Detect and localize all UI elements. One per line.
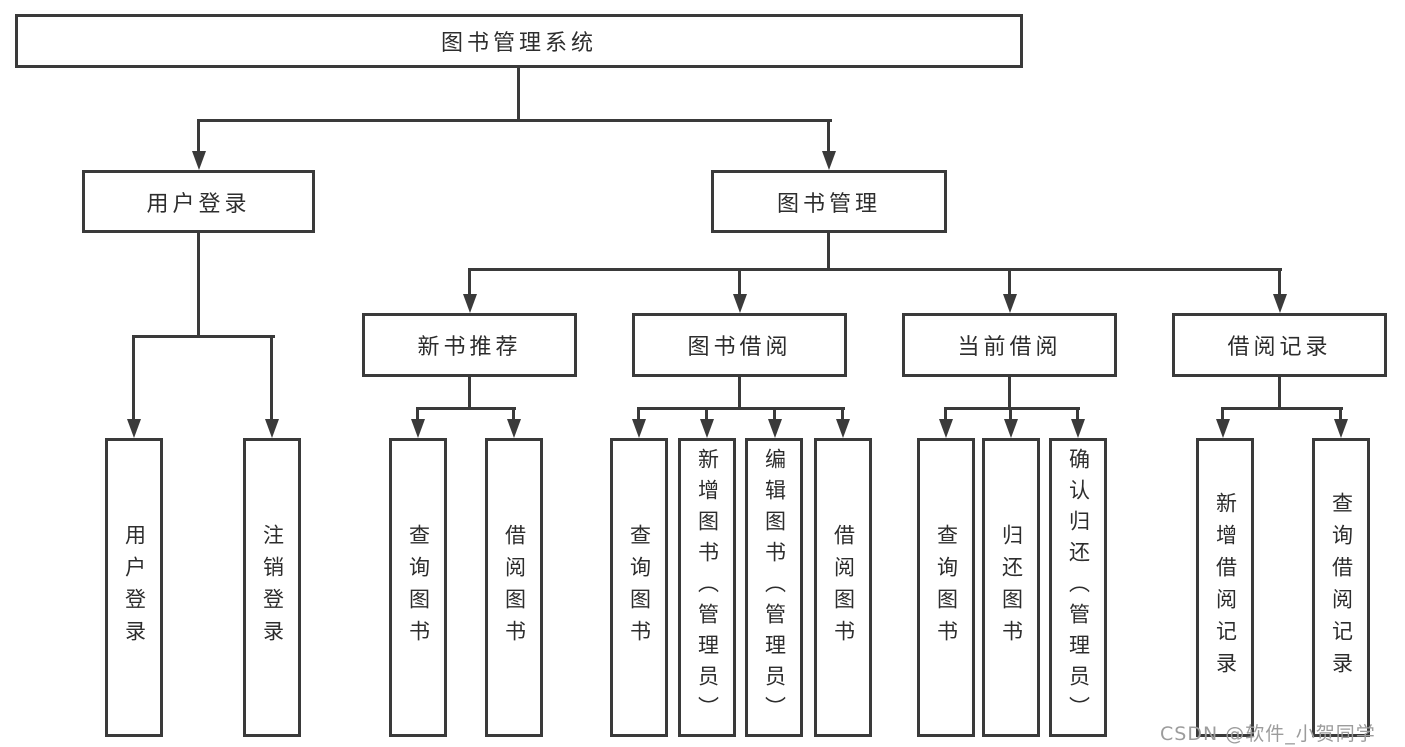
- arrowhead-down-icon: [127, 419, 141, 438]
- node-leaf-query-books-3-label: 查询图书: [934, 523, 959, 652]
- node-book-management-label: 图书管理: [776, 191, 881, 217]
- arrowhead-down-icon: [265, 419, 279, 438]
- connector-line: [637, 407, 845, 410]
- node-borrow-records: 借阅记录: [1172, 313, 1387, 377]
- connector-line: [517, 68, 520, 122]
- node-leaf-query-borrow-record: 查询借阅记录: [1312, 438, 1370, 737]
- node-borrow-records-label: 借阅记录: [1227, 335, 1332, 360]
- arrowhead-down-icon: [411, 419, 425, 438]
- connector-line: [512, 407, 515, 424]
- node-leaf-query-books-1: 查询图书: [389, 438, 447, 737]
- arrowhead-down-icon: [1071, 419, 1085, 438]
- connector-line: [1221, 407, 1343, 410]
- node-leaf-logout-label: 注销登录: [260, 523, 285, 652]
- node-user-login: 用户登录: [82, 170, 315, 233]
- connector-line: [468, 268, 471, 297]
- node-leaf-return-books-label: 归还图书: [999, 523, 1024, 652]
- node-leaf-add-borrow-record-label: 新增借阅记录: [1213, 491, 1238, 684]
- node-leaf-query-books-2-label: 查询图书: [627, 523, 652, 652]
- node-current-borrow-label: 当前借阅: [957, 335, 1062, 360]
- node-leaf-logout: 注销登录: [243, 438, 301, 737]
- node-leaf-query-books-3: 查询图书: [917, 438, 975, 737]
- watermark: CSDN @软件_小贺同学: [1160, 723, 1376, 745]
- node-book-borrow: 图书借阅: [632, 313, 847, 377]
- connector-line: [1008, 377, 1011, 410]
- node-leaf-borrow-books-2: 借阅图书: [814, 438, 872, 737]
- node-leaf-borrow-books-1-label: 借阅图书: [502, 523, 527, 652]
- node-leaf-query-borrow-record-label: 查询借阅记录: [1329, 491, 1354, 684]
- node-leaf-add-books-admin: 新增图书（管理员）: [678, 438, 736, 737]
- node-user-login-label: 用户登录: [146, 191, 251, 217]
- arrowhead-down-icon: [733, 294, 747, 313]
- arrowhead-down-icon: [1216, 419, 1230, 438]
- arrowhead-down-icon: [822, 151, 836, 170]
- arrowhead-down-icon: [632, 419, 646, 438]
- node-leaf-add-books-admin-label: 新增图书（管理员）: [695, 448, 720, 727]
- connector-line: [738, 268, 741, 297]
- connector-line: [827, 233, 830, 271]
- arrowhead-down-icon: [939, 419, 953, 438]
- node-new-book-recommend: 新书推荐: [362, 313, 577, 377]
- connector-line: [1278, 268, 1281, 297]
- connector-line: [773, 407, 776, 424]
- node-book-borrow-label: 图书借阅: [687, 335, 792, 360]
- arrowhead-down-icon: [192, 151, 206, 170]
- arrowhead-down-icon: [836, 419, 850, 438]
- node-book-management: 图书管理: [711, 170, 947, 233]
- node-leaf-borrow-books-1: 借阅图书: [485, 438, 543, 737]
- node-leaf-confirm-return-admin: 确认归还（管理员）: [1049, 438, 1107, 737]
- connector-line: [197, 119, 200, 155]
- arrowhead-down-icon: [1334, 419, 1348, 438]
- arrowhead-down-icon: [700, 419, 714, 438]
- node-leaf-return-books: 归还图书: [982, 438, 1040, 737]
- connector-line: [1008, 268, 1011, 297]
- connector-line: [1339, 407, 1342, 424]
- arrowhead-down-icon: [1004, 419, 1018, 438]
- connector-line: [841, 407, 844, 424]
- arrowhead-down-icon: [1273, 294, 1287, 313]
- arrowhead-down-icon: [507, 419, 521, 438]
- node-leaf-edit-books-admin: 编辑图书（管理员）: [745, 438, 803, 737]
- arrowhead-down-icon: [463, 294, 477, 313]
- connector-line: [132, 335, 275, 338]
- connector-line: [468, 268, 1282, 271]
- connector-line: [1076, 407, 1079, 424]
- connector-line: [416, 407, 516, 410]
- connector-line: [197, 119, 832, 122]
- node-leaf-borrow-books-2-label: 借阅图书: [831, 523, 856, 652]
- connector-line: [637, 407, 640, 424]
- node-leaf-query-books-2: 查询图书: [610, 438, 668, 737]
- arrowhead-down-icon: [768, 419, 782, 438]
- connector-line: [944, 407, 1080, 410]
- connector-line: [1278, 377, 1281, 410]
- node-root-label: 图书管理系统: [440, 31, 597, 56]
- node-leaf-confirm-return-admin-label: 确认归还（管理员）: [1066, 448, 1091, 727]
- node-leaf-edit-books-admin-label: 编辑图书（管理员）: [762, 448, 787, 727]
- node-leaf-user-login-label: 用户登录: [122, 523, 147, 652]
- node-root: 图书管理系统: [15, 14, 1023, 68]
- connector-line: [1009, 407, 1012, 424]
- connector-line: [738, 377, 741, 410]
- node-current-borrow: 当前借阅: [902, 313, 1117, 377]
- connector-line: [827, 119, 830, 155]
- arrowhead-down-icon: [1003, 294, 1017, 313]
- node-leaf-add-borrow-record: 新增借阅记录: [1196, 438, 1254, 737]
- node-new-book-recommend-label: 新书推荐: [417, 335, 522, 360]
- connector-line: [705, 407, 708, 424]
- connector-line: [132, 335, 135, 424]
- connector-line: [270, 335, 273, 424]
- connector-line: [1221, 407, 1224, 424]
- node-leaf-query-books-1-label: 查询图书: [406, 523, 431, 652]
- connector-line: [197, 233, 200, 338]
- connector-line: [468, 377, 471, 410]
- connector-line: [944, 407, 947, 424]
- node-leaf-user-login: 用户登录: [105, 438, 163, 737]
- connector-line: [416, 407, 419, 424]
